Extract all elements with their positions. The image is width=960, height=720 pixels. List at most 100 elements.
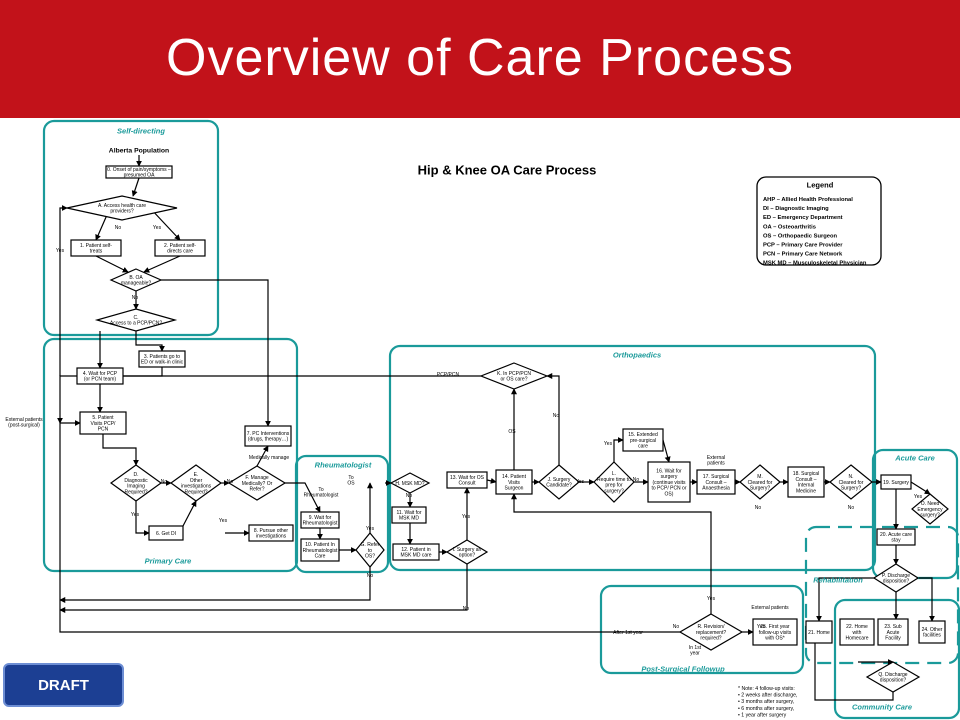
panel-rehabilitation	[804, 525, 960, 665]
edge-label: No	[161, 479, 168, 485]
edge-label: No	[553, 413, 560, 419]
flow-connector	[59, 567, 371, 603]
decision-node-h	[389, 472, 431, 494]
process-node-n1	[70, 239, 122, 257]
edge-label: No	[132, 295, 139, 301]
decision-node-a	[66, 195, 178, 221]
slide-title: Overview of Care Process	[166, 29, 794, 87]
decision-node-o	[911, 493, 949, 525]
population-label: Alberta Population	[109, 147, 169, 154]
flow-connector	[161, 279, 271, 427]
edge-label: Yes	[366, 526, 375, 532]
decision-node-d	[109, 464, 163, 502]
process-node-n18	[787, 466, 825, 498]
panel-label-primary-care: Primary Care	[145, 557, 192, 566]
decision-node-l	[593, 461, 635, 503]
panel-post-surgical	[599, 584, 805, 675]
process-node-n10	[300, 538, 340, 562]
node-label-n2: 2. Patient self-directs care	[164, 243, 196, 255]
node-label-h: H. MSK MD?	[395, 481, 424, 487]
edge-label: No	[115, 225, 122, 231]
legend-item: OA – Osteoarthritis	[763, 224, 816, 230]
edge-label-after-first-year: After 1st year	[613, 630, 643, 636]
decision-node-r	[678, 613, 744, 651]
process-node-n8	[248, 524, 294, 542]
footnote-line: • 6 months after surgery,	[738, 706, 794, 712]
process-node-n0	[105, 165, 173, 179]
node-label-n21: 21. Home	[808, 630, 830, 636]
edge-label: Yes	[219, 518, 228, 524]
process-node-n5	[79, 411, 127, 435]
node-label-n6: 6. Get DI	[156, 531, 176, 537]
panel-primary-care	[42, 337, 299, 573]
node-label-n4: 4. Wait for PCP(or PCN team)	[83, 371, 118, 383]
edge-label: No	[463, 606, 470, 612]
panel-orthopaedics	[388, 344, 877, 572]
legend-item: AHP – Allied Health Professional	[763, 197, 853, 203]
legend-item: PCP – Primary Care Provider	[763, 243, 843, 249]
decision-node-n	[829, 464, 873, 500]
flow-connector	[910, 481, 931, 495]
title-bar: Overview of Care Process	[0, 0, 960, 118]
panel-label-post-surgical: Post-Surgical Followup	[641, 665, 725, 674]
node-label-c: C.Access to a PCP/PCN?	[110, 315, 162, 327]
edge-label: No	[848, 505, 855, 511]
edge-label: Yes	[604, 441, 613, 447]
process-node-n7	[244, 425, 292, 447]
decision-node-k	[479, 362, 549, 390]
process-node-n13	[446, 471, 488, 489]
decision-node-f	[227, 465, 287, 501]
footnote-line: • 1 year after surgery	[738, 712, 787, 718]
flow-connector	[131, 177, 140, 197]
flow-connector	[143, 255, 181, 273]
process-node-n2	[154, 239, 206, 257]
decision-node-j	[538, 464, 580, 500]
flow-connector	[135, 501, 150, 536]
edge-label: Yes	[131, 512, 140, 518]
process-node-n23	[877, 618, 909, 646]
process-node-n4	[76, 367, 124, 385]
node-label-r: R. Revision/replacement?required?	[696, 624, 727, 642]
legend-title: Legend	[807, 181, 834, 190]
process-node-n6	[148, 525, 184, 541]
panel-label-rehabilitation: Rehabilitation	[813, 576, 863, 585]
decision-node-b	[109, 268, 163, 292]
flow-connector	[613, 437, 624, 462]
edge-label: Yes	[914, 494, 923, 500]
flow-connector	[546, 373, 560, 465]
edge-label-medically-manage: Medically manage	[249, 455, 290, 461]
edge-label: No	[367, 573, 374, 579]
process-node-n24	[918, 620, 946, 644]
panel-label-orthopaedics: Orthopaedics	[613, 351, 661, 360]
flow-connector	[59, 420, 680, 633]
panel-label-rheumatologist: Rheumatologist	[315, 461, 372, 470]
flow-connector	[919, 577, 935, 622]
process-node-n16	[647, 461, 691, 503]
flow-connector	[95, 255, 129, 273]
edge-label: No	[227, 479, 234, 485]
node-label-n0: 0. Onset of pain/symptoms –presumed OA	[107, 167, 171, 179]
flow-connector	[285, 482, 321, 513]
flow-connector	[256, 445, 269, 467]
